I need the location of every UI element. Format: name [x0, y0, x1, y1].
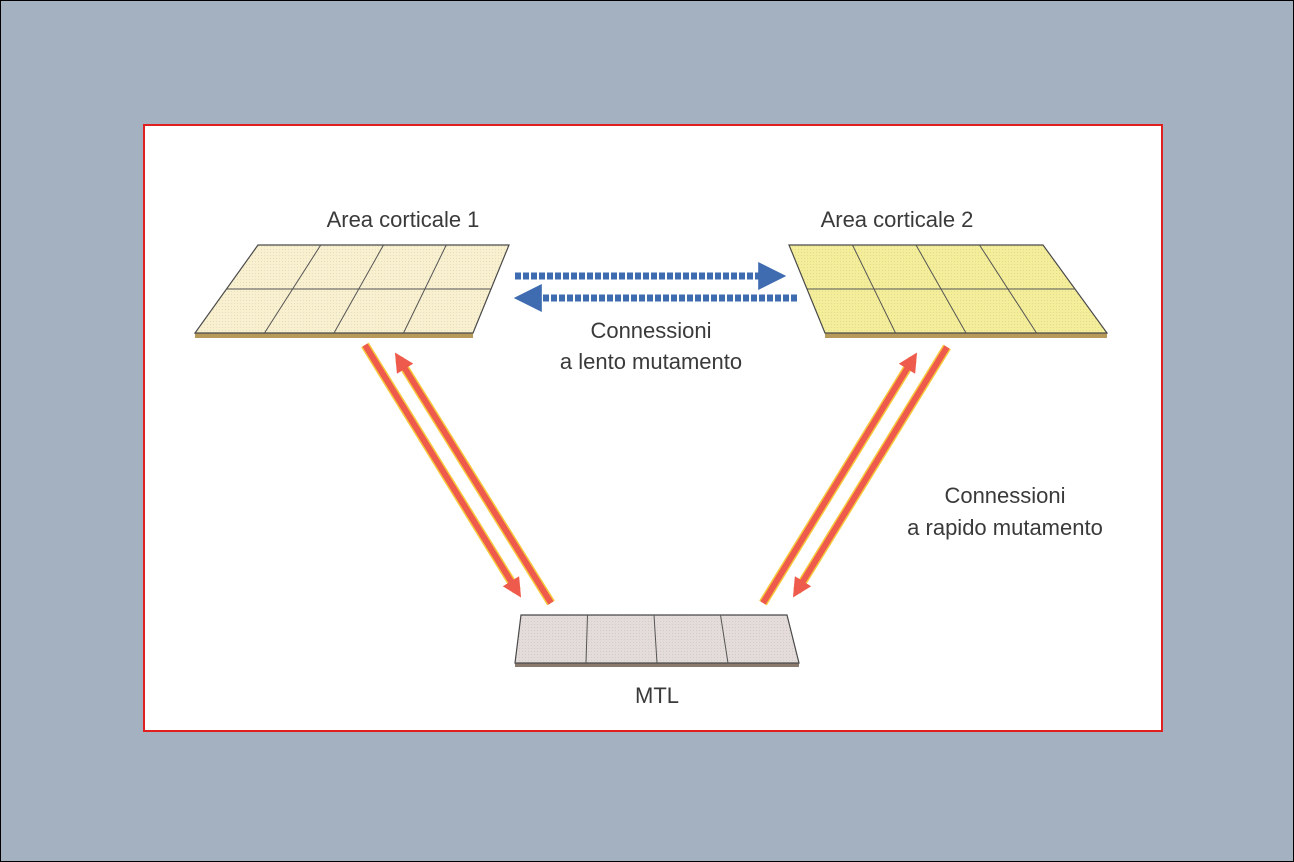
cortical-area-1-grid-lines: [226, 244, 491, 334]
grid-line: [585, 614, 588, 664]
fast-arrow-2-down: [792, 345, 950, 598]
slow-connections-label-line-1: Connessioni: [590, 318, 711, 343]
mtl-region: [514, 614, 800, 667]
grid-line: [720, 614, 729, 664]
mtl-label: MTL: [635, 683, 679, 708]
fast-connections: [361, 342, 951, 606]
fast-connections-label-line-2: a rapido mutamento: [907, 515, 1103, 540]
diagram-frame: Area corticale 1 Area corticale 2 Connes…: [143, 124, 1163, 732]
mtl-edge: [515, 663, 799, 667]
cortical-area-2-edge: [825, 333, 1107, 338]
grid-line: [653, 614, 658, 664]
fast-arrow-1-up: [394, 352, 554, 605]
area-2-label: Area corticale 2: [821, 207, 974, 232]
cortical-area-1-edge: [195, 333, 473, 338]
cortical-area-2: [788, 244, 1109, 338]
memory-diagram: Area corticale 1 Area corticale 2 Connes…: [193, 207, 1109, 708]
mtl-grid-lines: [585, 614, 729, 664]
fast-arrow-1-down: [362, 343, 522, 598]
slow-connections-label-line-2: a lento mutamento: [560, 349, 742, 374]
slow-connections: [513, 262, 797, 312]
cortical-area-1: [193, 244, 510, 338]
fast-arrow-2-up: [760, 352, 918, 605]
fast-connections-label-line-1: Connessioni: [944, 483, 1065, 508]
area-1-label: Area corticale 1: [327, 207, 480, 232]
cortical-area-2-grid-lines: [807, 244, 1075, 334]
